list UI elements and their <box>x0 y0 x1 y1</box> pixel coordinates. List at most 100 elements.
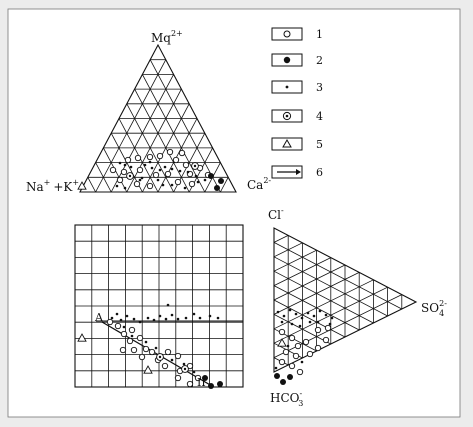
sample-points <box>77 148 334 389</box>
small-dot-point <box>298 324 302 328</box>
open-circle-point <box>278 358 286 366</box>
open-circle-point <box>186 380 194 388</box>
small-dot-point <box>118 161 122 165</box>
small-dot-point <box>138 320 142 324</box>
small-dot-point <box>328 322 332 326</box>
filled-circle-point <box>208 383 214 389</box>
arrow-icon <box>277 169 301 175</box>
cation-apex-top-label: Mq2+ <box>151 29 183 45</box>
open-circle-point <box>126 337 134 345</box>
small-dot-point <box>318 309 322 313</box>
legend-item-2: 2 <box>271 53 323 67</box>
grid-line <box>95 59 167 193</box>
open-circle-point <box>114 322 122 330</box>
open-circle-point <box>294 342 302 350</box>
open-circle-point <box>146 153 154 161</box>
filled-circle-point <box>202 375 208 381</box>
legend-item-3: 3 <box>271 80 323 94</box>
small-dot-point <box>182 362 186 366</box>
small-dot-point <box>123 163 127 167</box>
small-dot-point <box>183 186 187 190</box>
small-dot-point <box>129 165 133 169</box>
grid-line <box>273 270 374 324</box>
open-circle-point <box>188 180 196 188</box>
grid-line <box>273 249 317 272</box>
triangle-point <box>77 181 87 190</box>
small-dot-point <box>166 303 170 307</box>
open-circle-point <box>302 338 310 346</box>
small-dot-point <box>184 316 188 320</box>
small-dot-point <box>308 320 312 324</box>
grid-line <box>273 279 374 330</box>
open-circle-point <box>314 326 322 334</box>
cation-apex-right-label: Ca2- <box>247 176 271 192</box>
small-dot-point <box>144 340 148 344</box>
cation-triangle <box>79 43 237 193</box>
small-dot-point <box>132 317 136 321</box>
small-dot-point <box>312 314 316 318</box>
small-dot-point <box>286 344 290 348</box>
small-dot-point <box>170 313 174 317</box>
dotted-circle-center <box>183 367 187 371</box>
small-dot-point <box>138 178 142 182</box>
dotted-circle-center <box>193 164 197 168</box>
open-circle-point <box>161 362 169 370</box>
open-circle-point <box>128 326 136 334</box>
open-circle-point <box>120 330 128 338</box>
anion-apex-bottom-label: HCO-3 <box>270 389 303 408</box>
small-dot-point <box>216 316 220 320</box>
filled-circle-point <box>208 173 214 179</box>
open-circle-point <box>106 318 114 326</box>
grid-line <box>273 264 346 301</box>
open-circle-point <box>133 180 141 188</box>
open-circle-point <box>278 328 286 336</box>
small-dot-point <box>280 320 284 324</box>
filled-circle-icon <box>283 56 291 64</box>
small-dot-point <box>158 314 162 318</box>
open-circle-point <box>146 182 154 190</box>
small-dot-point <box>140 176 144 180</box>
small-dot-point <box>152 318 156 322</box>
anion-triangle <box>273 227 418 373</box>
open-circle-point <box>292 352 300 360</box>
filled-circle-point <box>217 381 223 387</box>
open-circle-point <box>136 166 144 174</box>
triangle-icon <box>282 138 292 148</box>
open-circle-point <box>119 346 127 354</box>
small-dot-point <box>170 183 174 187</box>
triangle-point <box>143 365 153 374</box>
small-dot-point <box>192 370 196 374</box>
small-dot-point <box>170 358 174 362</box>
grid-line <box>273 256 388 317</box>
legend-item-5: 5 <box>271 137 323 151</box>
small-dot-point <box>122 325 126 329</box>
anion-apex-top-label: Cl- <box>268 206 284 222</box>
small-dot-point <box>198 316 202 320</box>
small-dot-point <box>110 316 114 320</box>
small-dot-point <box>196 180 200 184</box>
open-circle-point <box>194 374 202 382</box>
open-circle-point <box>288 334 296 342</box>
open-circle-icon <box>283 30 291 38</box>
small-dot-point <box>290 322 294 326</box>
open-circle-point <box>138 353 146 361</box>
grid-line <box>87 177 96 193</box>
grid-line <box>273 286 388 344</box>
filled-circle-point <box>280 379 286 385</box>
small-dot-point <box>194 174 198 178</box>
open-circle-point <box>178 149 186 157</box>
legend-item-6: 6 <box>271 165 323 179</box>
small-dot-point <box>164 317 168 321</box>
open-circle-point <box>152 171 160 179</box>
grid-line <box>273 235 289 243</box>
filled-circle-point <box>218 178 224 184</box>
grid-line <box>220 177 229 193</box>
small-dot-point <box>274 366 278 370</box>
small-dot-point <box>300 360 304 364</box>
open-circle-point <box>166 148 174 156</box>
small-dot-point <box>146 316 150 320</box>
open-circle-point <box>120 168 128 176</box>
small-dot-point <box>192 312 196 316</box>
